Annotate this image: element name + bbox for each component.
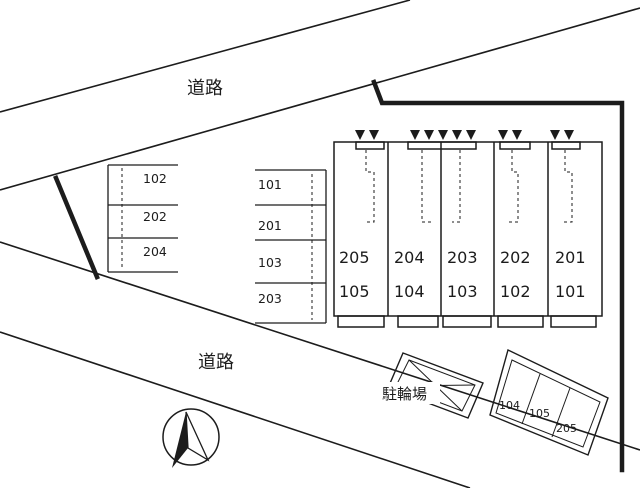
parking-left	[107, 164, 178, 273]
entrance-arrow-icon	[369, 130, 379, 140]
entrance-arrow-icon	[438, 130, 448, 140]
boundary-east	[371, 79, 625, 473]
top-road-lower-edge	[0, 7, 640, 191]
bicycle-parking-label: 駐輪場	[382, 385, 427, 403]
property-boundary	[53, 79, 625, 473]
unit-lower-4: 102	[500, 282, 531, 301]
unit-upper-2: 204	[394, 248, 425, 267]
unit-lower-2: 104	[394, 282, 425, 301]
unit-lower-3: 103	[447, 282, 478, 301]
bottom-road-upper-edge	[0, 241, 640, 451]
entrance-arrow-icon	[410, 130, 420, 140]
parking-middle-space-3: 103	[258, 255, 282, 270]
entrance-arrow-icon	[512, 130, 522, 140]
parking-left-space-1: 102	[143, 171, 167, 186]
entrance-arrow-icon	[355, 130, 365, 140]
entrance-arrow-icon	[466, 130, 476, 140]
unit-lower-5: 101	[555, 282, 586, 301]
parking-left-space-3: 204	[143, 244, 167, 259]
bottom-road-lower-edge	[0, 331, 471, 489]
apartment-building	[333, 141, 603, 328]
north-arrow-icon	[162, 408, 220, 468]
unit-upper-5: 201	[555, 248, 586, 267]
bike-space-1: 104	[499, 399, 520, 412]
parking-middle	[255, 169, 327, 324]
bike-space-2: 105	[529, 407, 550, 420]
bicycle-label-background	[380, 382, 440, 404]
parking-left-space-2: 202	[143, 209, 167, 224]
parking-middle-space-2: 201	[258, 218, 282, 233]
entrance-markers	[355, 130, 574, 140]
bike-spaces-block	[489, 349, 609, 456]
boundary-west	[53, 175, 100, 280]
unit-upper-1: 205	[339, 248, 370, 267]
entrance-arrow-icon	[452, 130, 462, 140]
bike-space-3: 205	[556, 422, 577, 435]
top-road-label: 道路	[187, 78, 223, 99]
entrance-arrow-icon	[564, 130, 574, 140]
building-interior-dashes	[364, 150, 573, 223]
parking-middle-space-1: 101	[258, 177, 282, 192]
unit-upper-3: 203	[447, 248, 478, 267]
entrance-arrow-icon	[498, 130, 508, 140]
unit-upper-4: 202	[500, 248, 531, 267]
entrance-arrow-icon	[424, 130, 434, 140]
entrance-arrow-icon	[550, 130, 560, 140]
parking-middle-space-4: 203	[258, 291, 282, 306]
bottom-road-label: 道路	[198, 352, 234, 373]
top-road-upper-edge	[0, 0, 411, 113]
unit-lower-1: 105	[339, 282, 370, 301]
